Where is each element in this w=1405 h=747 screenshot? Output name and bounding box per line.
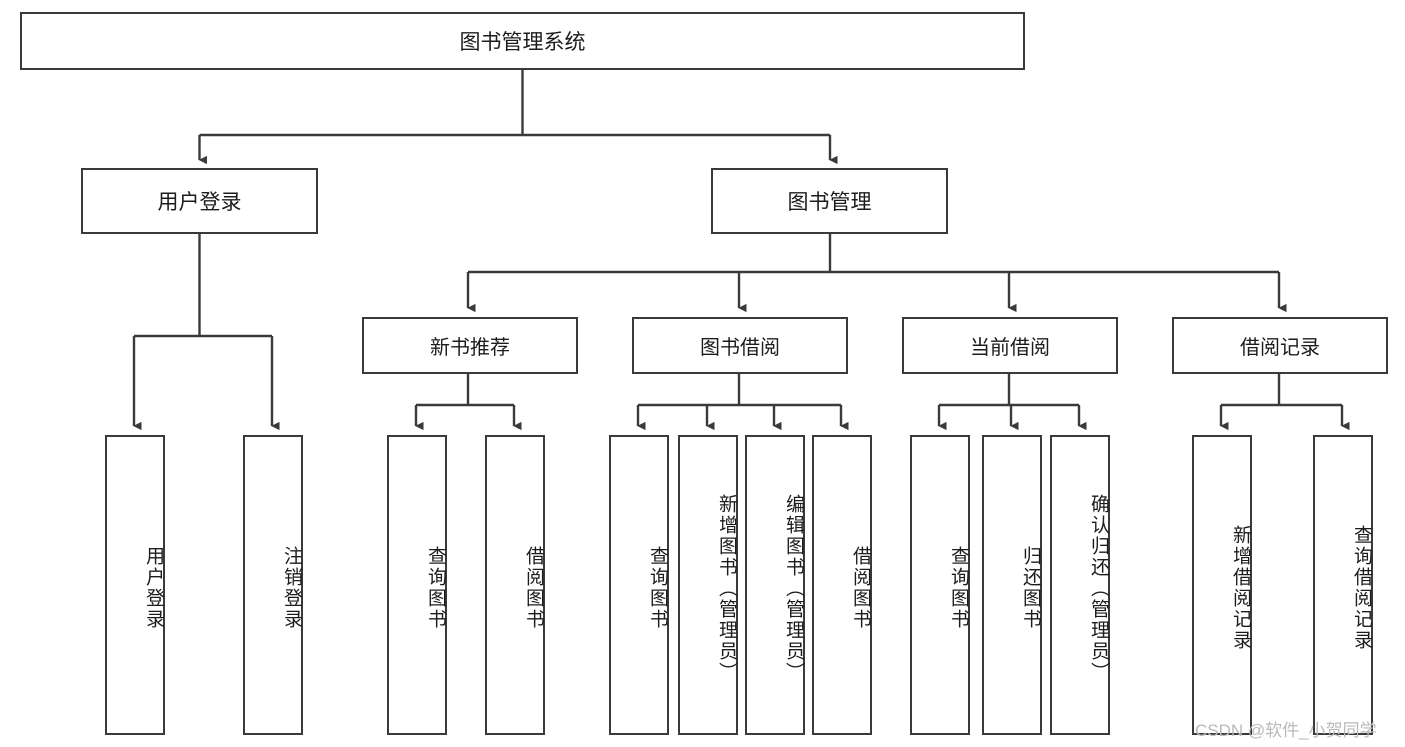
node-book-manage[interactable]: 图书管理 bbox=[711, 168, 948, 234]
node-label: 借阅图书 bbox=[850, 546, 871, 630]
edge-bookmanage-to-level3 bbox=[466, 234, 1287, 313]
edge-bookborrow-to-leaves bbox=[636, 374, 849, 431]
node-leaf-query-record[interactable]: 查询借阅记录 bbox=[1313, 435, 1373, 735]
node-leaf-borrow-book-2[interactable]: 借阅图书 bbox=[812, 435, 872, 735]
node-label: 用户登录 bbox=[143, 546, 164, 630]
node-label: 归还图书 bbox=[1020, 546, 1041, 630]
node-user-login[interactable]: 用户登录 bbox=[81, 168, 318, 234]
node-label: 查询图书 bbox=[425, 546, 446, 630]
node-leaf-query-book-2[interactable]: 查询图书 bbox=[609, 435, 669, 735]
edge-root-to-level2 bbox=[198, 70, 838, 165]
node-leaf-confirm-return[interactable]: 确认归还（管理员） bbox=[1050, 435, 1110, 735]
node-label: 当前借阅 bbox=[970, 337, 1050, 359]
node-leaf-add-record[interactable]: 新增借阅记录 bbox=[1192, 435, 1252, 735]
node-leaf-edit-book[interactable]: 编辑图书（管理员） bbox=[745, 435, 805, 735]
node-label: 查询借阅记录 bbox=[1351, 525, 1372, 651]
node-leaf-logout[interactable]: 注销登录 bbox=[243, 435, 303, 735]
node-label: 借阅图书 bbox=[523, 546, 544, 630]
node-label: 借阅记录 bbox=[1240, 337, 1320, 359]
node-label: 新增借阅记录 bbox=[1230, 525, 1251, 651]
node-label: 注销登录 bbox=[281, 546, 302, 630]
node-label: 新增图书（管理员） bbox=[716, 493, 737, 683]
node-leaf-add-book[interactable]: 新增图书（管理员） bbox=[678, 435, 738, 735]
node-label: 图书管理系统 bbox=[459, 31, 586, 54]
node-new-book-recommend[interactable]: 新书推荐 bbox=[362, 317, 578, 374]
node-label: 查询图书 bbox=[948, 546, 969, 630]
node-label: 图书借阅 bbox=[700, 337, 780, 359]
node-leaf-user-login[interactable]: 用户登录 bbox=[105, 435, 165, 735]
node-label: 编辑图书（管理员） bbox=[783, 493, 804, 683]
node-current-borrow[interactable]: 当前借阅 bbox=[902, 317, 1118, 374]
node-leaf-query-book-3[interactable]: 查询图书 bbox=[910, 435, 970, 735]
edge-borrowrecord-to-leaves bbox=[1219, 374, 1350, 431]
edge-userlogin-to-leaves bbox=[132, 234, 280, 431]
node-book-borrow[interactable]: 图书借阅 bbox=[632, 317, 848, 374]
node-borrow-record[interactable]: 借阅记录 bbox=[1172, 317, 1388, 374]
node-leaf-borrow-book-1[interactable]: 借阅图书 bbox=[485, 435, 545, 735]
watermark: CSDN @软件_小贺同学 bbox=[1195, 721, 1377, 740]
node-label: 新书推荐 bbox=[430, 337, 510, 359]
node-root-system[interactable]: 图书管理系统 bbox=[20, 12, 1025, 70]
node-label: 确认归还（管理员） bbox=[1088, 493, 1109, 683]
node-label: 用户登录 bbox=[157, 191, 242, 214]
node-leaf-query-book-1[interactable]: 查询图书 bbox=[387, 435, 447, 735]
node-label: 图书管理 bbox=[787, 191, 872, 214]
node-label: 查询图书 bbox=[647, 546, 668, 630]
edge-currentborrow-to-leaves bbox=[937, 374, 1087, 431]
node-leaf-return-book[interactable]: 归还图书 bbox=[982, 435, 1042, 735]
edge-newbook-to-leaves bbox=[414, 374, 522, 431]
